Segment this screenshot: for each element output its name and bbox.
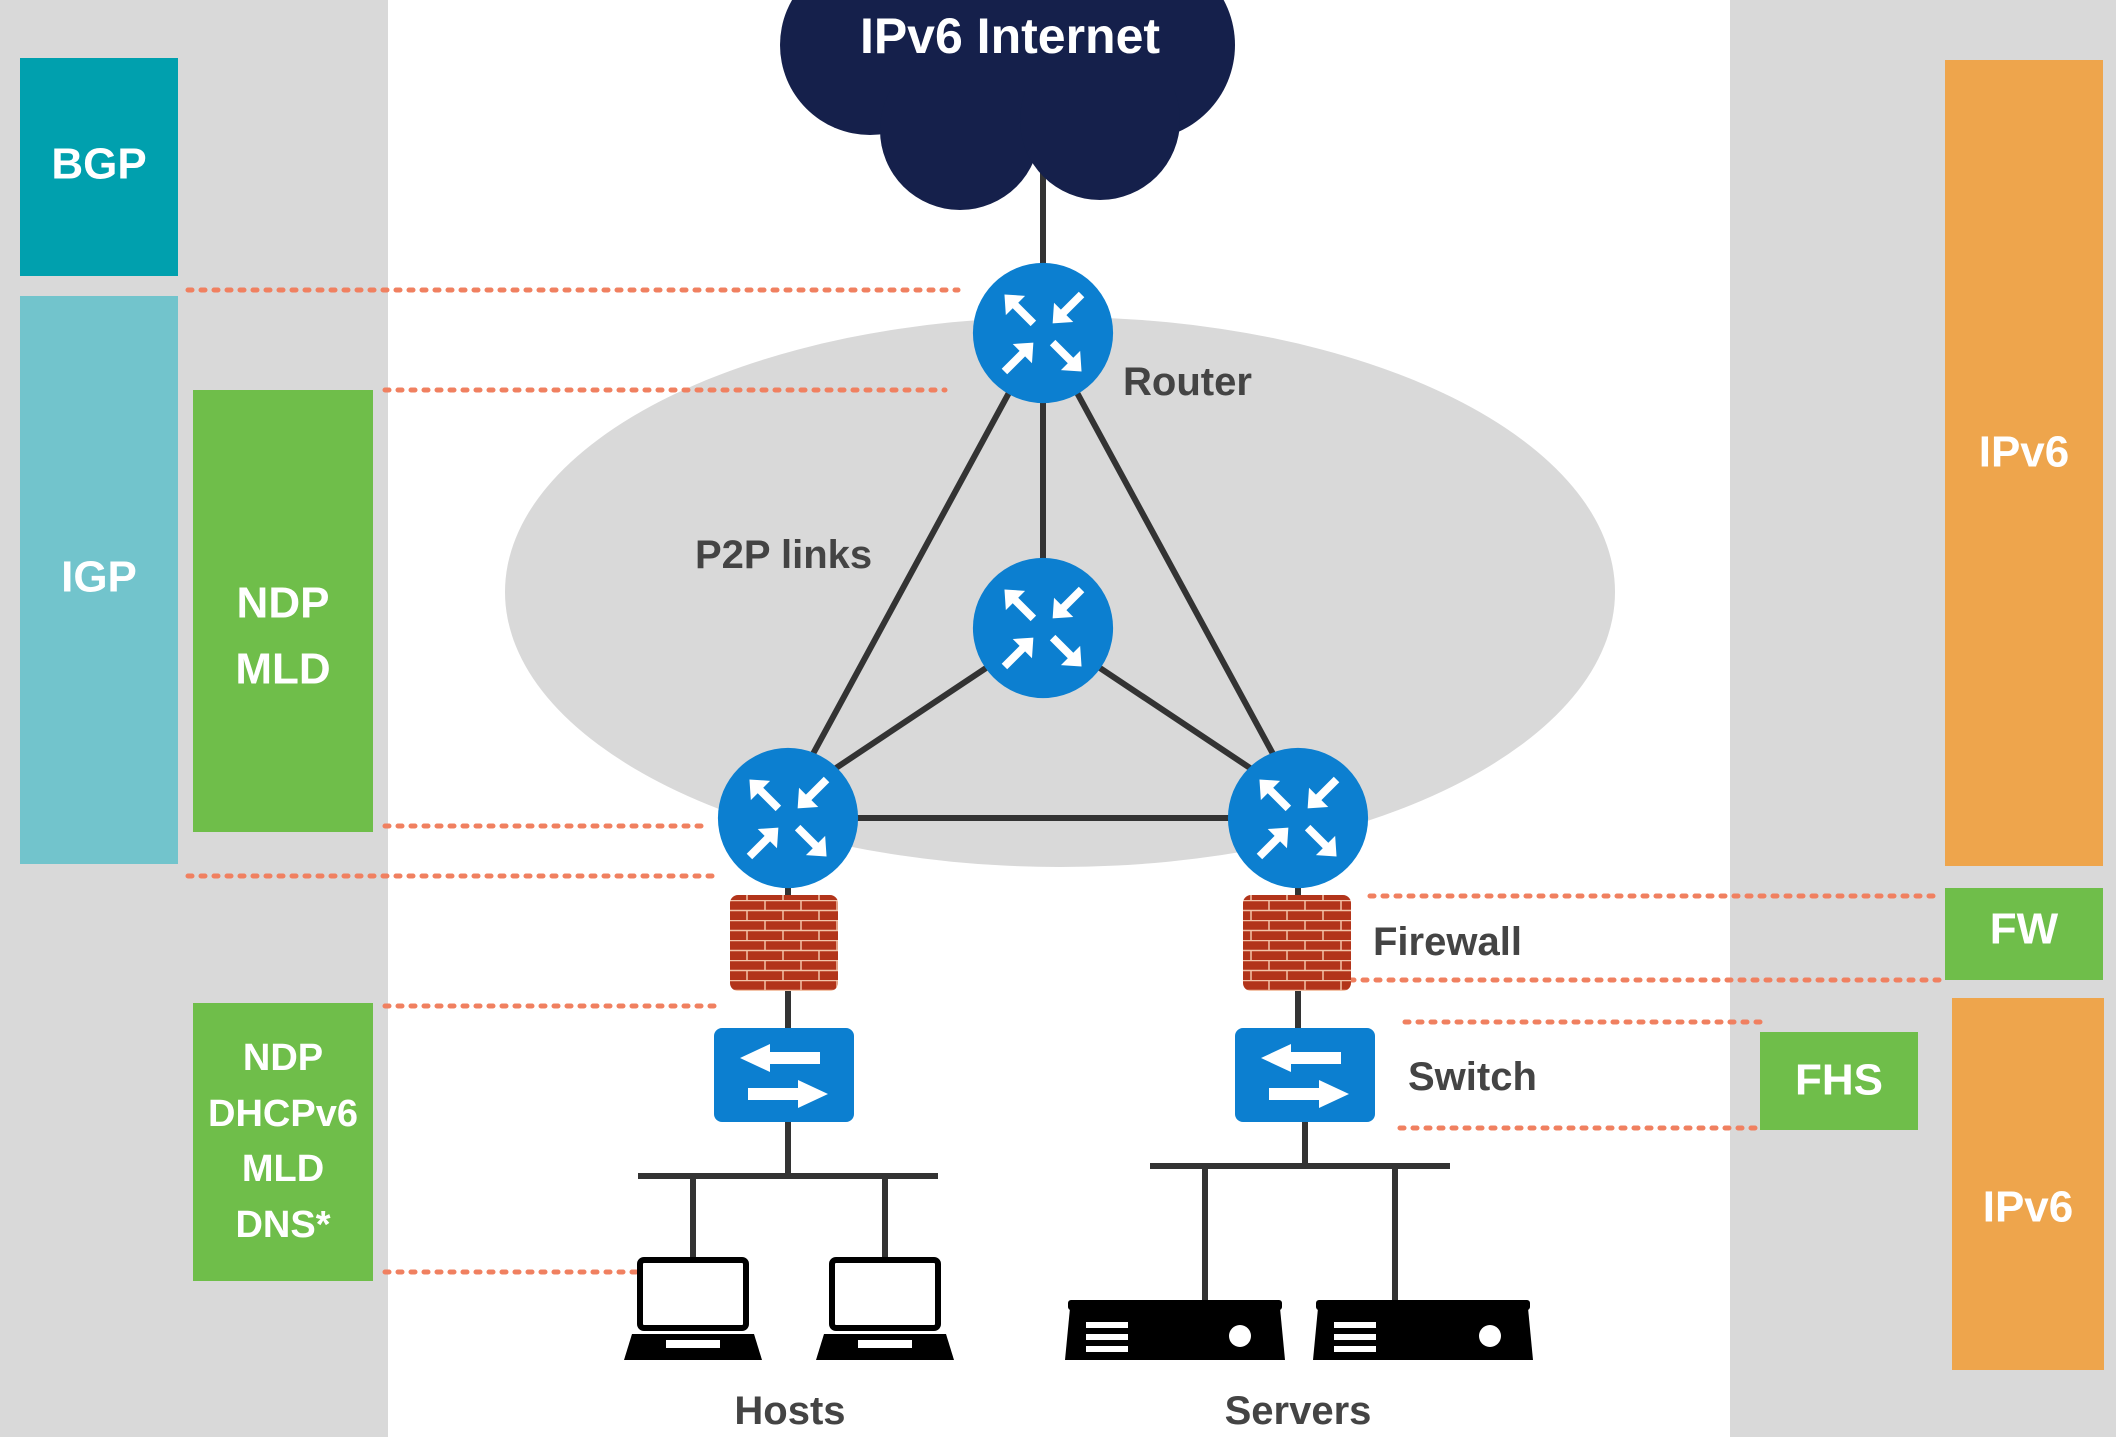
switch-icon (1235, 1028, 1375, 1122)
switch-label: Switch (1408, 1055, 1537, 1099)
server-icon (1065, 1300, 1285, 1360)
igp-block (20, 296, 178, 864)
firewall-label: Firewall (1373, 920, 1522, 964)
access-line-3: MLD (242, 1148, 324, 1190)
access-line-2: DHCPv6 (208, 1093, 358, 1135)
router-label: Router (1123, 360, 1252, 404)
cloud-label: IPv6 Internet (860, 8, 1160, 64)
server-icon (1313, 1300, 1533, 1360)
switch-icon (714, 1028, 854, 1122)
ipv6-bottom-block (1952, 998, 2104, 1370)
access-line-4: DNS* (235, 1204, 330, 1246)
p2p-links-label: P2P links (695, 533, 872, 577)
bgp-label: BGP (51, 140, 146, 189)
fhs-label: FHS (1795, 1056, 1883, 1105)
router-icon (972, 557, 1114, 699)
access-line-1: NDP (243, 1037, 323, 1079)
fhs-block (1760, 1032, 1918, 1130)
router-icon (1227, 747, 1369, 889)
fw-label: FW (1990, 905, 2059, 954)
ndp-mld-line-1: NDP (237, 579, 330, 628)
laptop-icon (816, 1257, 954, 1360)
ndp-mld-block (193, 390, 373, 832)
laptop-icon (624, 1257, 762, 1360)
dotted-leaders (185, 287, 1943, 1275)
router-icon (972, 262, 1114, 404)
router-icon (717, 747, 859, 889)
bgp-block (20, 58, 178, 276)
servers-label: Servers (1225, 1389, 1372, 1433)
ipv6-bottom-label: IPv6 (1983, 1183, 2074, 1232)
firewall-icon (1243, 895, 1351, 991)
cloud-icon (780, 0, 1235, 210)
access-protocols-block (193, 1003, 373, 1281)
hosts-label: Hosts (734, 1389, 845, 1433)
igp-label: IGP (61, 553, 137, 602)
firewall-icon (730, 895, 838, 991)
ipv6-top-block (1945, 60, 2103, 866)
ipv6-top-label: IPv6 (1979, 428, 2070, 477)
ndp-mld-line-2: MLD (235, 645, 330, 694)
fw-block (1945, 888, 2103, 980)
